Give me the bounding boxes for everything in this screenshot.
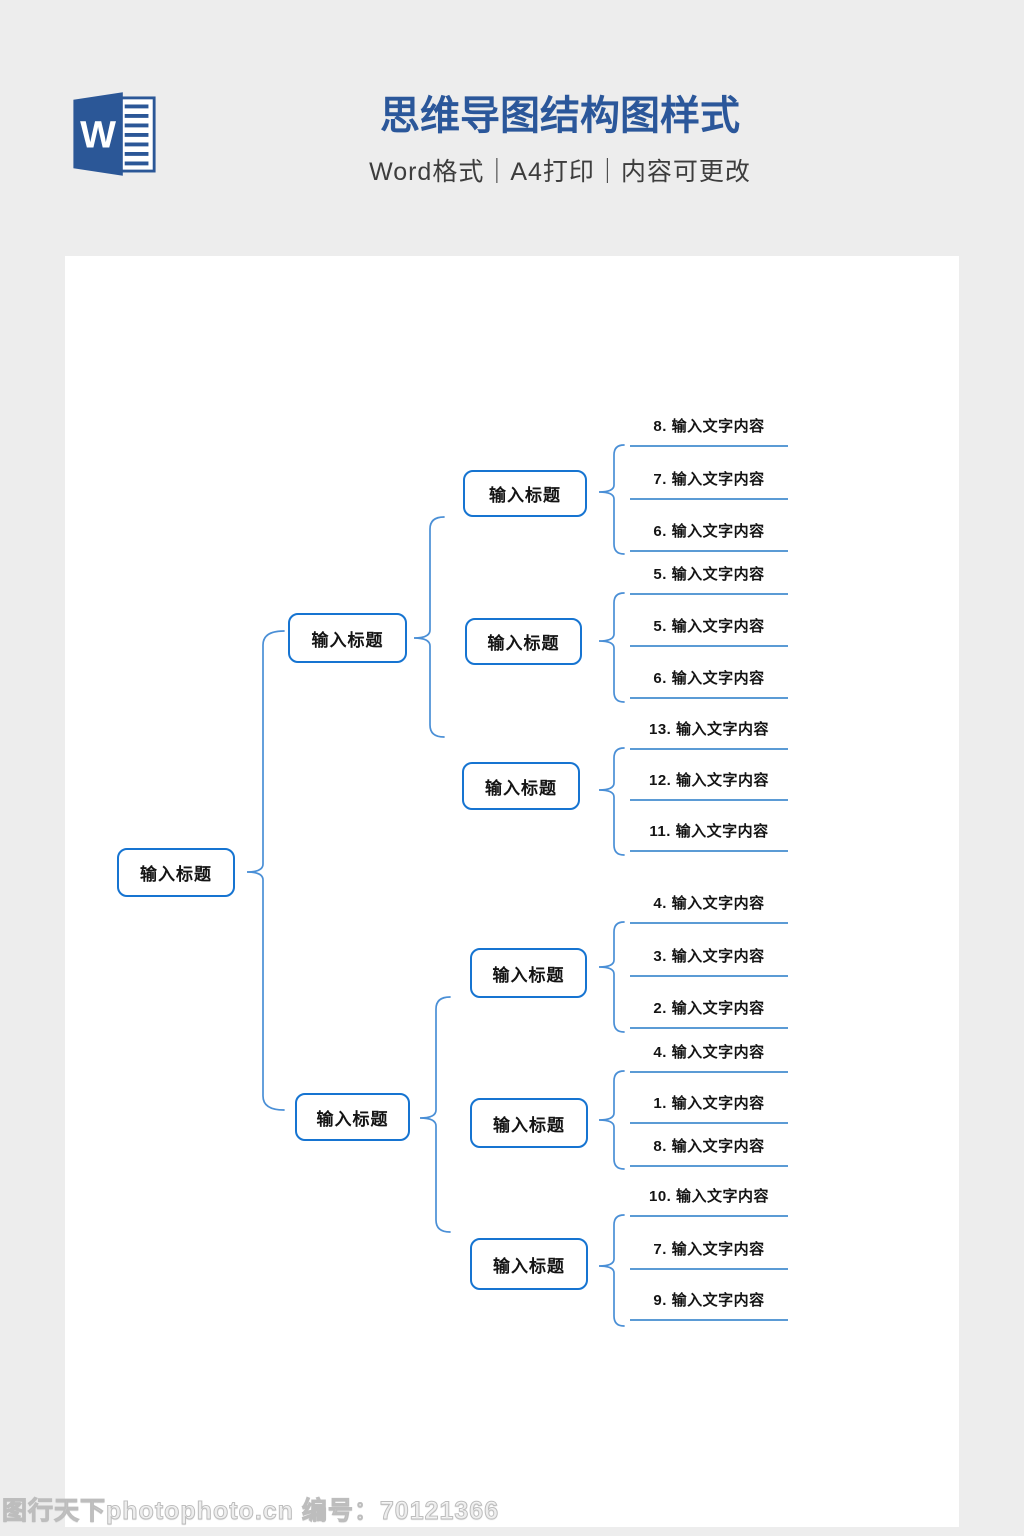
- word-icon-page-lines: [124, 104, 149, 166]
- mindmap-subnode-0-1: 输入标题: [465, 618, 582, 665]
- mindmap-item: 2. 输入文字内容: [630, 995, 788, 1029]
- mindmap-root-node: 输入标题: [117, 848, 235, 897]
- word-logo-icon: W: [73, 92, 156, 176]
- mindmap-subnode-1-1: 输入标题: [470, 1098, 588, 1148]
- mindmap-item: 6. 输入文字内容: [630, 665, 788, 699]
- mindmap-item: 6. 输入文字内容: [630, 518, 788, 552]
- mindmap-branch-node-0: 输入标题: [288, 613, 407, 663]
- mindmap-item: 4. 输入文字内容: [630, 890, 788, 924]
- mindmap-item: 8. 输入文字内容: [630, 1133, 788, 1167]
- mindmap-item: 7. 输入文字内容: [630, 466, 788, 500]
- mindmap-item: 9. 输入文字内容: [630, 1287, 788, 1321]
- mindmap-subnode-0-0: 输入标题: [463, 470, 587, 517]
- mindmap-item: 5. 输入文字内容: [630, 613, 788, 647]
- mindmap-item: 13. 输入文字内容: [630, 716, 788, 750]
- mindmap-branch-node-1: 输入标题: [295, 1093, 410, 1141]
- mindmap-item: 11. 输入文字内容: [630, 818, 788, 852]
- mindmap-subnode-1-0: 输入标题: [470, 948, 587, 998]
- mindmap-item: 1. 输入文字内容: [630, 1090, 788, 1124]
- mindmap-item: 12. 输入文字内容: [630, 767, 788, 801]
- page-title: 思维导图结构图样式: [380, 94, 740, 138]
- mindmap-item: 4. 输入文字内容: [630, 1039, 788, 1073]
- page-subtitle: Word格式｜A4打印｜内容可更改: [369, 158, 751, 186]
- mindmap-item: 5. 输入文字内容: [630, 561, 788, 595]
- mindmap-item: 3. 输入文字内容: [630, 943, 788, 977]
- header: 思维导图结构图样式 Word格式｜A4打印｜内容可更改: [320, 92, 800, 188]
- mindmap-item: 10. 输入文字内容: [630, 1183, 788, 1217]
- word-icon-fold: [73, 92, 123, 176]
- watermark-text: 图行天下photophoto.cn 编号：70121366: [1, 1497, 500, 1526]
- mindmap-item: 7. 输入文字内容: [630, 1236, 788, 1270]
- word-icon-letter: W: [80, 114, 116, 156]
- mindmap-subnode-0-2: 输入标题: [462, 762, 580, 810]
- mindmap-item: 8. 输入文字内容: [630, 413, 788, 447]
- mindmap-subnode-1-2: 输入标题: [470, 1238, 588, 1290]
